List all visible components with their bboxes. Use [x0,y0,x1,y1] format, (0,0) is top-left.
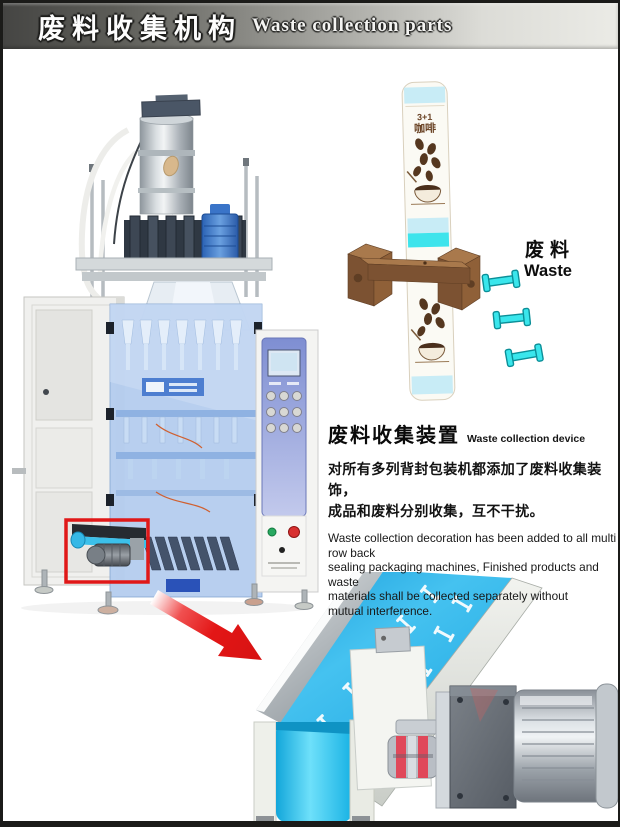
power-switch[interactable] [279,547,285,553]
device-title-cn: 废料收集装置 [328,425,460,447]
waste-label-cn: 废料 [525,238,575,261]
device-body-en-line3: materials shall be collected separately … [328,589,568,604]
header-banner: 废料收集机构 Waste collection parts [2,3,618,49]
rod-caps [89,158,249,172]
packaging-machine-photo [12,94,319,615]
device-body-cn-line2: 成品和废料分别收集，互不干扰。 [328,503,544,519]
stop-button[interactable] [288,526,300,538]
waste-label-en: Waste [524,262,572,280]
machine-waste-belt [70,524,146,567]
film-panel [106,303,263,598]
top-platform-2 [82,272,266,281]
page-border-top [0,0,620,3]
shaft-coupling [387,735,439,779]
hopper-band [138,150,195,156]
device-body-cn-line1: 对所有多列背封包装机都添加了废料收集装饰， [328,461,602,498]
package-label-1a: 3+1 [417,112,433,122]
hopper-cap [141,94,201,118]
hopper-band-2 [138,188,195,193]
coffee-package-strip: 3+1 咖啡 [401,81,456,401]
control-buttons[interactable] [266,391,302,433]
package-label-1b: 咖啡 [414,121,436,136]
page-border-right [618,0,620,827]
coffee-beans [413,138,441,182]
device-body-cn: 对所有多列背封包装机都添加了废料收集装饰， 成品和废料分别收集，互不干扰。 [328,459,620,522]
device-section: 废料收集装置 Waste collection device 对所有多列背封包装… [328,419,620,619]
waste-conveyor-photo [253,572,619,822]
device-body-en-line1: Waste collection decoration has been add… [328,531,617,560]
device-title-row: 废料收集装置 Waste collection device [328,419,620,448]
drive-shaft [395,719,439,735]
page-border-left [0,0,3,827]
coffee-cup-sketch-2 [410,328,450,363]
gear-motor [449,683,619,809]
page-title-cn: 废料收集机构 [38,13,242,44]
red-arrow [150,590,262,660]
device-title-en: Waste collection device [467,433,586,445]
page-title-en: Waste collection parts [252,15,453,36]
sensor-knob [163,155,179,177]
top-platform [75,257,273,271]
machine-feet [34,569,314,615]
conveyor-far-rail [256,572,383,724]
product-chutes [141,536,240,571]
control-column [255,329,319,593]
device-body-en-line2: sealing packaging machines, Finished pro… [328,560,599,589]
coffee-beans-2 [417,298,445,337]
device-body-en: Waste collection decoration has been add… [328,531,620,619]
air-hose-2 [97,150,138,273]
drive-motor [201,204,239,263]
page-border-bottom [0,821,620,827]
coffee-cup-sketch [406,171,446,205]
device-body-en-line4: mutual interference. [328,603,433,618]
waste-belt-highlight-box [64,518,150,584]
start-button[interactable] [267,527,277,537]
falling-waste-strips [481,269,544,368]
waste-bracket [347,243,481,311]
air-hose [78,127,130,305]
waste-collection-illustration: 3+1 咖啡 [347,81,575,401]
